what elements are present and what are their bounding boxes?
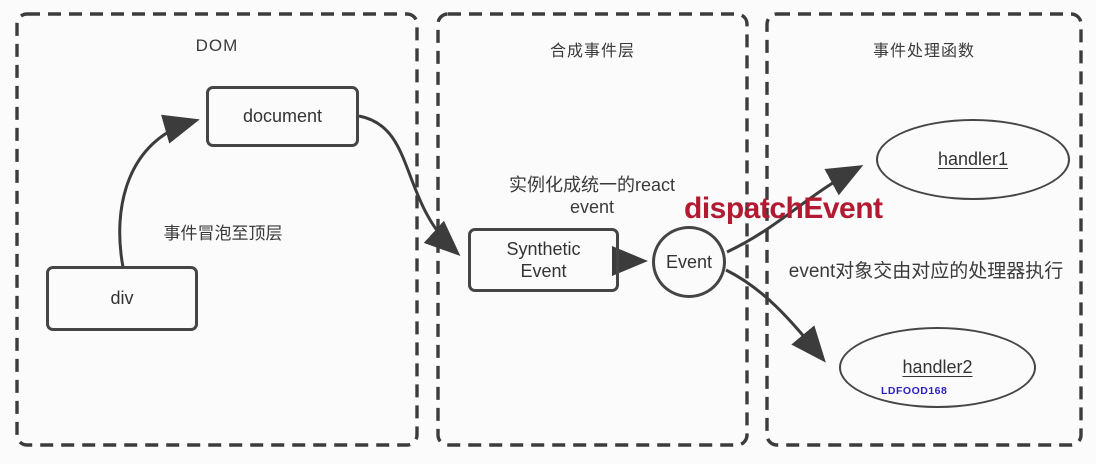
handler2-node-label: handler2 xyxy=(902,357,973,377)
bubble-to-top-annotation: 事件冒泡至顶层 xyxy=(163,224,283,243)
dom-section-title: DOM xyxy=(195,36,239,55)
watermark-text: LDFOOD168 xyxy=(881,385,948,397)
handlers-section-title: 事件处理函数 xyxy=(872,43,975,60)
event-node-label: Event xyxy=(665,251,713,272)
arrow-document-to-synthetic-event xyxy=(358,114,461,257)
handler2-node: handler2 xyxy=(839,327,1036,408)
arrow-div-to-document xyxy=(118,114,200,268)
document-node: document xyxy=(206,86,359,147)
synthetic-event-node: Synthetic Event xyxy=(468,228,619,292)
dispatch-event-annotation: dispatchEvent xyxy=(684,192,883,225)
dom-section-border xyxy=(15,12,419,447)
arrow-event-to-handler2 xyxy=(725,268,826,363)
event-node: Event xyxy=(652,226,726,298)
div-node: div xyxy=(46,266,198,331)
handler-execution-annotation: event对象交由对应的处理器执行 xyxy=(788,261,1064,282)
handler1-node-label: handler1 xyxy=(937,149,1009,169)
handler1-node: handler1 xyxy=(876,119,1070,200)
synthetic-event-node-label: Synthetic Event xyxy=(506,239,581,281)
instantiate-react-event-annotation: 实例化成统一的react event xyxy=(508,175,676,217)
synthetic-layer-section-title: 合成事件层 xyxy=(549,43,635,60)
div-node-label: div xyxy=(110,288,134,308)
document-node-label: document xyxy=(242,106,323,126)
arrow-event-to-handler1 xyxy=(726,165,864,254)
